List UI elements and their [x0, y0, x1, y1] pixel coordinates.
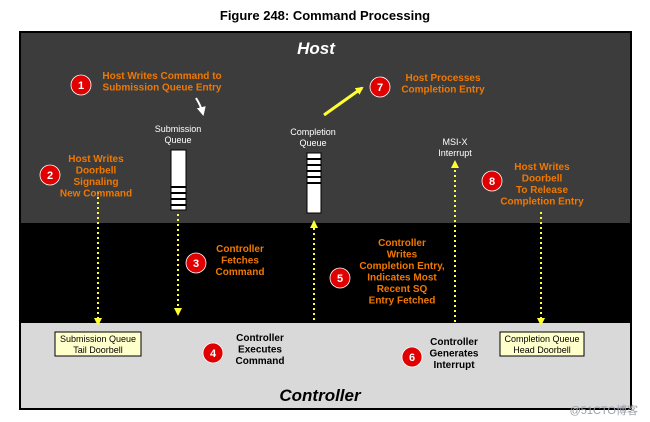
step-4-badge — [202, 342, 224, 364]
step-6-badge — [401, 346, 423, 368]
arrow-step1-to-sq — [195, 97, 206, 116]
step-3-label-line: Controller — [216, 244, 264, 255]
submission-queue-label-2: Queue — [164, 135, 191, 145]
step-6-number: 6 — [409, 352, 415, 364]
middle-region — [21, 223, 630, 323]
step-8-label-line: Completion Entry — [500, 197, 584, 208]
step-5-label-line: Controller — [378, 238, 426, 249]
step-4-label-line: Executes — [238, 345, 282, 356]
step-5-label-line: Writes — [387, 250, 418, 261]
step-7-badge — [369, 76, 391, 98]
step-4-label-line: Command — [236, 356, 285, 367]
step-8-number: 8 — [489, 176, 495, 188]
step-7-label-line: Completion Entry — [401, 85, 485, 96]
cq-head-doorbell-label-2: Head Doorbell — [513, 345, 571, 355]
controller-label: Controller — [279, 386, 362, 405]
submission-queue-box — [170, 149, 187, 211]
msix-label-1: MSI-X — [442, 137, 467, 147]
host-region — [21, 33, 630, 223]
watermark: @51CTO博客 — [569, 405, 638, 417]
step-8-label-line: To Release — [516, 185, 568, 196]
step-3-label-line: Command — [216, 267, 265, 278]
step-1-badge — [70, 74, 92, 96]
submission-queue: Submission Queue — [155, 124, 202, 211]
step-2-label-line: New Command — [60, 189, 132, 200]
arrow-to-host-processes — [323, 86, 364, 117]
step-5-label-line: Recent SQ — [377, 284, 428, 295]
step-1-number: 1 — [78, 80, 84, 92]
step-2-label-line: Doorbell — [76, 166, 117, 177]
step-1-label-line: Host Writes Command to — [102, 71, 221, 82]
step-2-number: 2 — [47, 170, 53, 182]
step-5-label-line: Indicates Most — [367, 273, 437, 284]
step-3-label-line: Fetches — [221, 256, 259, 267]
step-4-number: 4 — [210, 348, 217, 360]
step-7-label-line: Host Processes — [405, 73, 480, 84]
sq-tail-doorbell: Submission Queue Tail Doorbell — [54, 331, 142, 357]
submission-queue-label-1: Submission — [155, 124, 202, 134]
step-3-number: 3 — [193, 258, 199, 270]
step-2-badge — [39, 164, 61, 186]
sq-tail-doorbell-label-1: Submission Queue — [60, 334, 136, 344]
step-5-number: 5 — [337, 273, 343, 285]
cq-head-doorbell: Completion Queue Head Doorbell — [499, 331, 585, 357]
msix-label-2: Interrupt — [438, 148, 472, 158]
step-8-label-line: Host Writes — [514, 162, 570, 173]
step-3-badge — [185, 252, 207, 274]
step-5-label-line: Completion Entry, — [359, 261, 445, 272]
step-6-label-line: Generates — [430, 349, 479, 360]
completion-queue: Completion Queue — [290, 127, 336, 214]
step-4-label-line: Controller — [236, 333, 284, 344]
step-8-badge — [481, 170, 503, 192]
step-7-number: 7 — [377, 82, 383, 94]
step-2-label-line: Signaling — [74, 177, 119, 188]
figure-title: Figure 248: Command Processing — [219, 8, 431, 23]
step-5-label-line: Entry Fetched — [369, 296, 436, 307]
completion-queue-label-2: Queue — [299, 138, 326, 148]
step-8-label-line: Doorbell — [522, 174, 563, 185]
cq-head-doorbell-label-1: Completion Queue — [504, 334, 579, 344]
host-label: Host — [297, 39, 336, 58]
step-6-label-line: Controller — [430, 337, 478, 348]
completion-queue-label-1: Completion — [290, 127, 336, 137]
sq-tail-doorbell-label-2: Tail Doorbell — [73, 345, 123, 355]
step-5-badge — [329, 267, 351, 289]
step-1-label-line: Submission Queue Entry — [103, 83, 222, 94]
step-2-label-line: Host Writes — [68, 154, 124, 165]
step-6-label-line: Interrupt — [433, 360, 475, 371]
